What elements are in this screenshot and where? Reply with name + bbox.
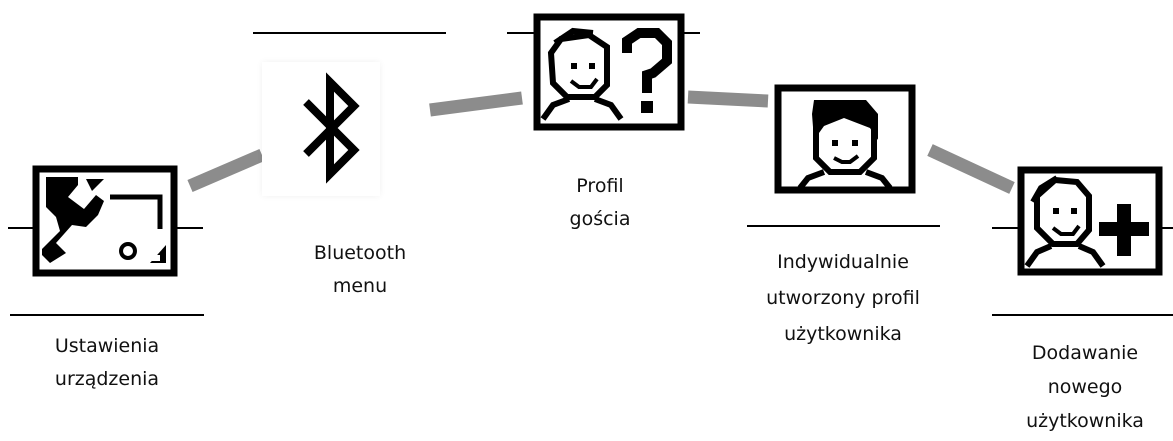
guest-profile-icon xyxy=(533,13,685,131)
label-line: użytkownika xyxy=(784,323,902,345)
label-line: urządzenia xyxy=(54,368,160,390)
label-individual: Indywidualnie utworzony profil użytkowni… xyxy=(748,244,938,352)
divider-line xyxy=(10,314,204,316)
label-guest: Profil gościa xyxy=(525,170,675,236)
label-line: nowego xyxy=(1047,376,1123,398)
label-line: Bluetooth xyxy=(313,242,407,264)
connector-bluetooth-guest xyxy=(429,91,523,117)
label-line: użytkownika xyxy=(1026,410,1144,432)
label-line: Indywidualnie xyxy=(777,251,909,273)
bluetooth-icon xyxy=(302,68,366,188)
label-line: Dodawanie xyxy=(1031,342,1139,364)
add-user-icon xyxy=(1017,166,1163,276)
bluetooth-panel xyxy=(262,62,380,196)
label-line: Profil xyxy=(576,175,624,197)
connector-individual-add xyxy=(927,144,1015,194)
label-add: Dodawanie nowego użytkownika xyxy=(1005,336,1165,438)
label-line: utworzony profil xyxy=(766,287,920,309)
label-line: Ustawienia xyxy=(54,335,160,357)
connector-settings-bluetooth xyxy=(187,149,265,192)
wrench-settings-icon xyxy=(32,165,178,277)
user-profile-icon xyxy=(774,84,916,194)
label-line: menu xyxy=(332,275,388,297)
divider-line xyxy=(747,225,940,227)
label-settings: Ustawienia urządzenia xyxy=(22,330,192,396)
connector-guest-individual xyxy=(687,90,769,108)
divider-line xyxy=(253,32,446,34)
label-bluetooth: Bluetooth menu xyxy=(275,237,445,303)
label-line: gościa xyxy=(569,208,631,230)
divider-line xyxy=(992,314,1173,316)
